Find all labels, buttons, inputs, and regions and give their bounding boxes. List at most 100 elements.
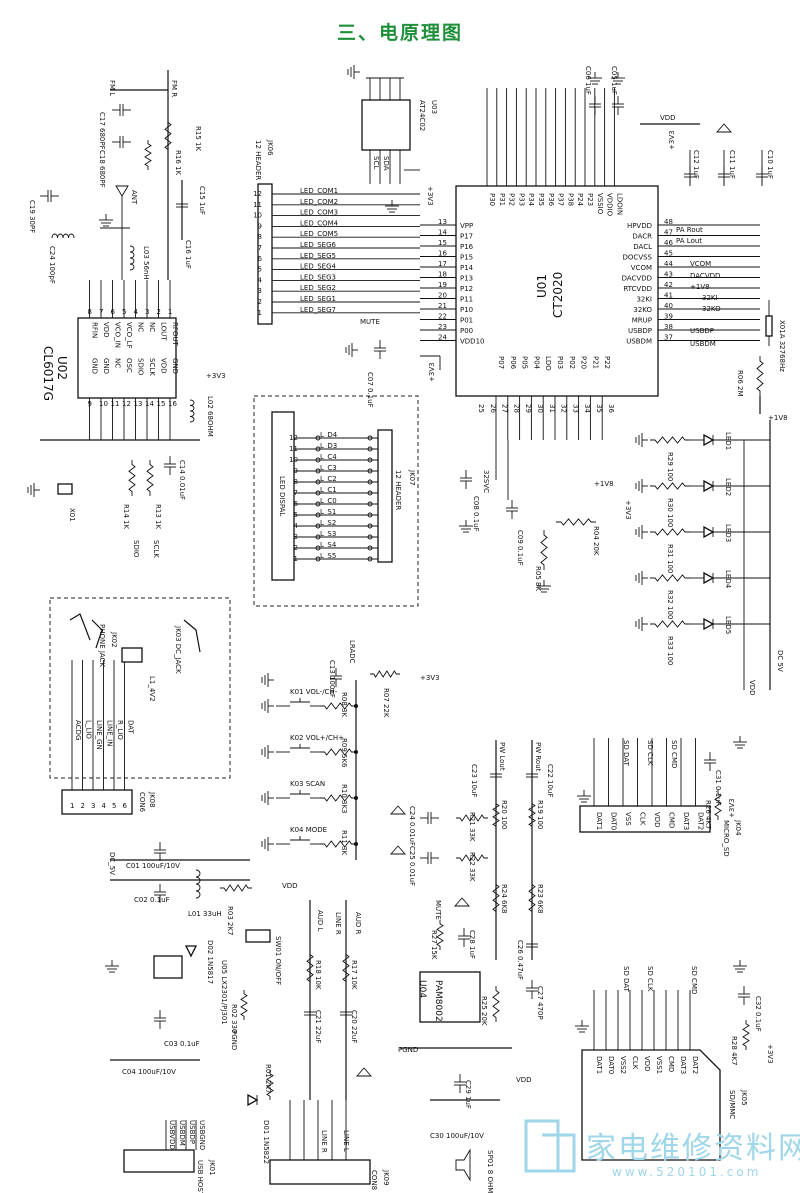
u01-pin-name: P03 [556,356,564,369]
resistor [128,460,136,496]
jk06-net: LED_SEG6 [300,241,337,249]
led-net: L_D4 [320,431,338,439]
u02-body [77,317,177,399]
rail-pgnd-amp: PGND [398,1046,418,1054]
jk06-net: LED_COM1 [300,187,338,195]
led-net: L_S5 [320,552,336,560]
resistor [320,794,356,802]
diode [703,617,715,631]
led-label: LED1 [724,432,732,450]
jk08-pin-num: 3 [91,802,95,810]
resistor [492,986,500,1022]
led-resistor-label: R32 100 [666,590,674,619]
u02-pin-name: VDD [102,322,110,338]
pin-ring [367,556,373,562]
u01-pin-name: P06 [509,356,517,370]
rail-pgnd: PGND [230,1030,238,1050]
u02-pin-name: RFIN [91,322,99,338]
r22-label: R22 33K [468,852,476,882]
u01-pin-num: 14 [438,229,447,237]
led-net: L_C0 [320,497,337,505]
resistor [742,1020,750,1050]
jk04-part: MICRO_SD [722,820,730,857]
usb-net: USBGND [198,1120,206,1150]
net-line-l: LINE L [342,1130,350,1152]
crystal [765,315,773,337]
led-display-box [253,395,419,607]
jk09-body [269,1159,371,1185]
resistor [164,118,172,154]
net-32ko: 32KO [702,305,721,313]
power-arrow [356,1067,372,1077]
u03-part: AT24C02 [418,100,426,131]
u01-pin-name: P22 [603,356,611,369]
resistor [650,620,690,628]
c28-label: C28 1uF [468,930,476,959]
led-label: LED4 [724,570,732,589]
r19-label: R19 100 [536,800,544,829]
led-resistor-label: R29 100 [666,452,674,481]
u01-pin-name: DACL [633,243,652,251]
u01-pin-name: MRUP [632,317,652,325]
jk06-net: LED_COM5 [300,230,338,238]
led-pin-num: 10 [289,456,298,464]
u01-pin-name: P21 [591,356,599,369]
jk06-pin-num: 11 [253,201,262,209]
u01-pin-name: P33 [517,193,525,206]
u04-ref: U04 [417,980,427,998]
u01-pin-name: LDOIN [615,193,623,215]
pin-ring [315,479,321,485]
u02-pin-num: 1 [168,308,172,316]
u01-ref: U01 [535,274,549,298]
jk07-ref: JK07 [408,469,416,486]
u03-ref: U03 [430,100,438,114]
pin-ring [367,446,373,452]
rail-3v3: +3V3 [668,130,676,150]
jk06-net: LED_COM3 [300,209,338,217]
rail-3v3-keys: +3V3 [420,674,440,682]
r21-label: R21 33K [468,812,476,842]
u01-pin-name: P11 [460,296,473,304]
r03-label: R03 2K7 [226,906,234,936]
c10-label: C10 1uF [766,150,774,179]
u01-pin-name: LDO [544,356,552,371]
jk06-part: 12 HEADER [254,140,262,180]
u01-pin-num: 46 [664,239,673,247]
net-mute-amp: MUTE [434,900,442,920]
phone-jack-label: PHONE JACK [98,624,106,667]
r26-label: R26 4K7 [704,800,712,830]
net-sd-cmd: SD CMD [670,740,678,768]
u02-pin-num: 5 [122,308,126,316]
jk06-pin-num: 1 [258,309,262,317]
u01-pin-num: 30 [536,404,544,413]
u01-pin-name: VDDIO [606,193,614,217]
u01-pin-name: P00 [460,327,473,335]
u03-pin-sda: SDA [382,156,390,171]
jk07-body [377,429,393,563]
l1-label: L1_4V2 [148,676,156,702]
resistor [240,990,248,1020]
pin-ring [315,457,321,463]
led-pin-num: 9 [294,467,298,475]
jk09-ref: JK09 [382,1169,390,1186]
u01-pin-name: P36 [547,193,555,207]
r23-label: R23 6K8 [536,884,544,914]
d02-diode-icon [184,945,198,958]
junction-dot [354,796,358,800]
net-sclk: SCLK [152,540,160,558]
led-pin-num: 1 [294,555,298,563]
u01-pin-name: P37 [557,193,565,206]
resistor [492,880,500,916]
u02-pin-name: GND [171,358,179,374]
diode [703,525,715,539]
u01-pin-num: 15 [438,239,447,247]
jk05-pin: VSS1 [655,1056,663,1074]
jk06-pin-num: 12 [253,190,262,198]
inductor [189,399,195,423]
led-net: L_C4 [320,453,337,461]
c08-label: C08 0.1uF [472,496,480,532]
u01-pin-name: DACVDD [622,275,652,283]
net-pa-lout: PA Lout [676,237,702,245]
led-display-label: LED DISPAL [278,476,286,516]
net-sd-clk-b: SD CLK [646,966,654,992]
